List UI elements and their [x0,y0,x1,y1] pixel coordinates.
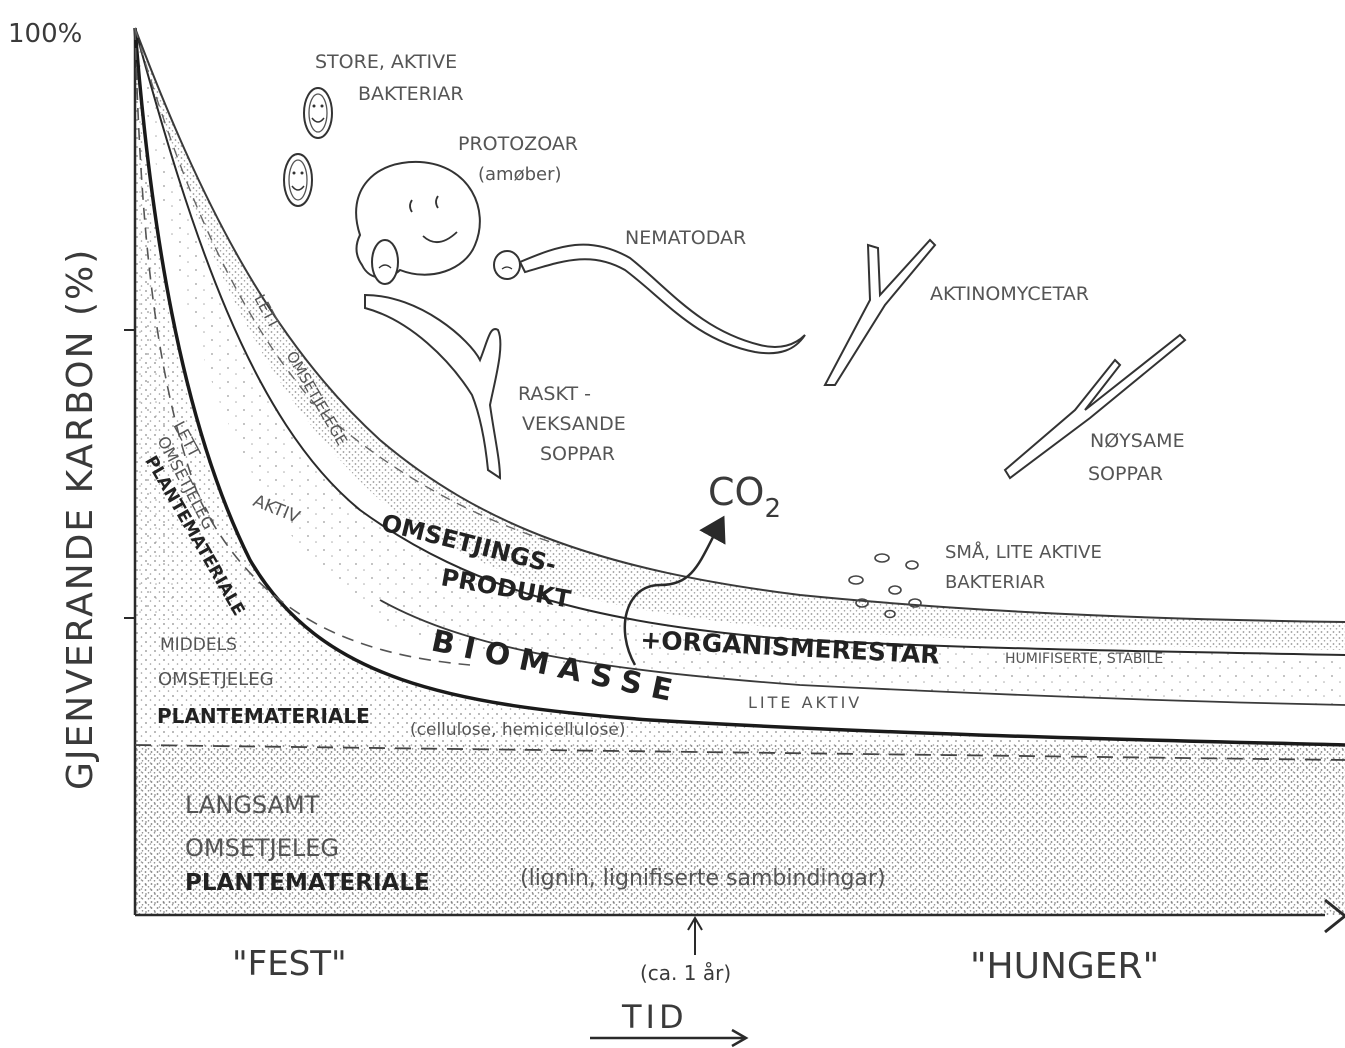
slow-note: (lignin, lignifiserte sambindingar) [520,866,886,891]
y-axis-title: GJENVERANDE KARBON (%) [60,248,101,790]
slow-line2: OMSETJELEG [185,834,339,862]
x-right-label: "HUNGER" [970,946,1159,987]
x-left-label: "FEST" [232,944,347,984]
actinomycetes-icon [825,240,935,385]
y-top-label: 100% [8,19,82,49]
humifiserte-label: HUMIFISERTE, STABILE [1005,651,1163,667]
small-bact-line1: SMÅ, LITE AKTIVE [945,541,1102,563]
bakteriar-line2: BAKTERIAR [358,83,464,105]
bacteria-large-icon [284,88,332,206]
medium-note: (cellulose, hemicellulose) [410,720,626,740]
co2-text: CO [708,470,764,514]
nematodar-label: NEMATODAR [625,227,746,249]
slow-line3: PLANTEMATERIALE [185,870,430,896]
protozoar-line1: PROTOZOAR [458,133,578,155]
protozoa-icon [356,162,480,284]
noysame-line2: SOPPAR [1088,463,1163,485]
medium-line1: MIDDELS [160,635,237,655]
x-marker-label: (ca. 1 år) [640,961,731,985]
noysame-line1: NØYSAME [1090,430,1185,452]
x-axis-title: TID [621,998,688,1036]
soppar-line1: RASKT - [518,383,591,405]
lite-aktiv-label: LITE AKTIV [748,693,862,712]
protozoar-line2: (amøber) [478,164,562,185]
frugal-fungi-icon [1005,335,1185,478]
co2-label: CO2 [708,470,781,524]
soppar-line2: VEKSANDE [522,413,626,435]
bakteriar-line1: STORE, AKTIVE [315,51,457,73]
slow-line1: LANGSAMT [185,791,320,819]
small-bact-line2: BAKTERIAR [945,572,1045,593]
soppar-line3: SOPPAR [540,443,615,465]
medium-line2: OMSETJELEG [158,669,274,690]
co2-subscript: 2 [764,494,781,524]
nematode-icon [494,245,805,354]
aktinomycetar-label: AKTINOMYCETAR [930,283,1089,305]
medium-line3: PLANTEMATERIALE [157,704,370,728]
